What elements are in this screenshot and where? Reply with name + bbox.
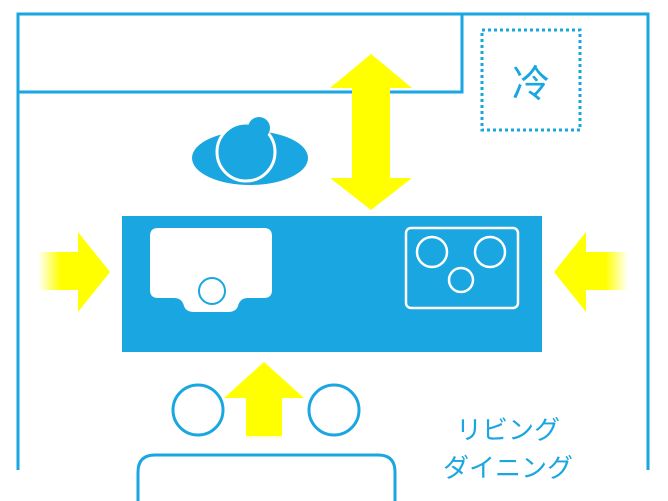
arrow-left: [554, 232, 628, 312]
fridge-label: 冷: [511, 61, 550, 106]
chair-right: [307, 383, 361, 437]
fridge-outline: [480, 28, 582, 132]
living-label-line2: ダイニング: [442, 454, 573, 484]
arrow-right: [38, 232, 110, 312]
arrow-up: [224, 362, 304, 440]
dining-table: [136, 453, 397, 501]
cooktop-icon: [404, 226, 520, 310]
double-arrow-vertical: [330, 54, 412, 210]
chair-left: [171, 383, 225, 437]
living-dining-label: リビング ダイニング: [408, 412, 608, 488]
person-icon: [192, 117, 308, 185]
back-counter: [16, 12, 464, 94]
sink-icon: [150, 228, 272, 312]
living-label-line1: リビング: [455, 416, 560, 446]
